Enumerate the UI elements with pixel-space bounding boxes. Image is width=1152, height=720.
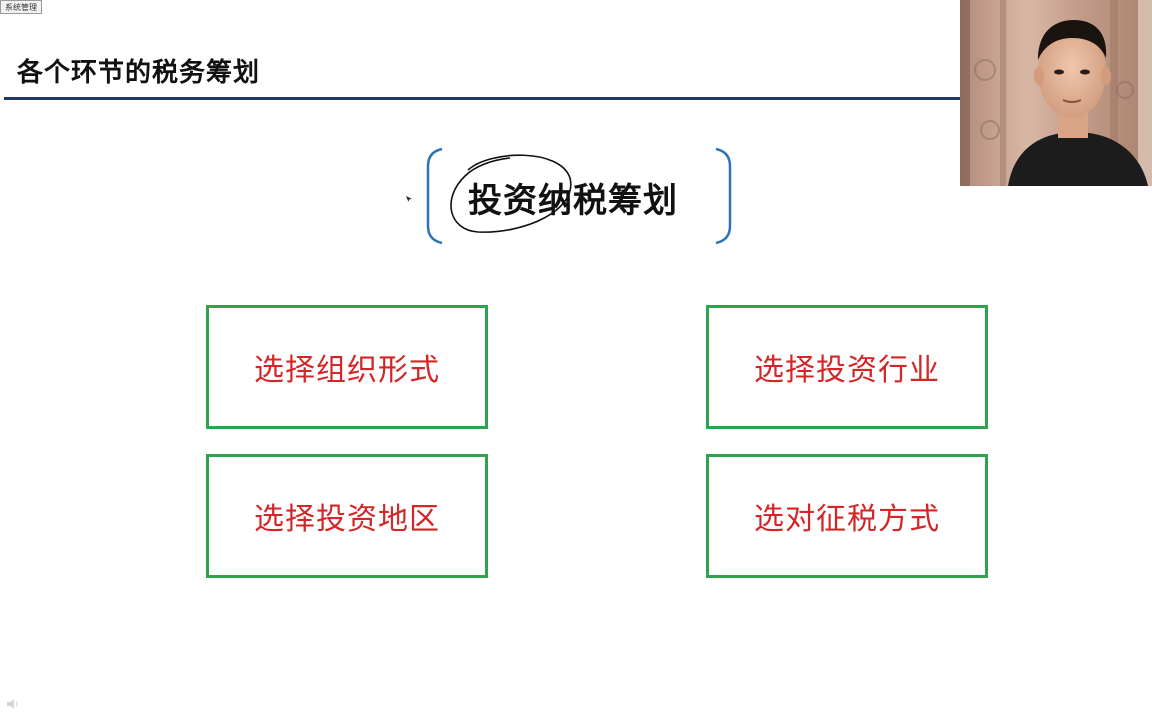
option-label: 选对征税方式 — [754, 502, 940, 537]
mouse-pointer-icon — [406, 196, 412, 202]
option-label: 选择投资行业 — [754, 353, 940, 388]
slide-title: 各个环节的税务筹划 — [17, 58, 261, 88]
speaker-icon[interactable] — [6, 698, 20, 710]
option-box-industry[interactable]: 选择投资行业 — [706, 305, 988, 429]
option-box-region[interactable]: 选择投资地区 — [206, 454, 488, 578]
option-box-tax-method[interactable]: 选对征税方式 — [706, 454, 988, 578]
option-box-organization[interactable]: 选择组织形式 — [206, 305, 488, 429]
presenter-webcam — [960, 0, 1152, 186]
presenter-video-frame — [960, 0, 1152, 186]
option-label: 选择组织形式 — [254, 353, 440, 388]
system-manage-tag[interactable]: 系统管理 — [0, 0, 42, 14]
center-topic-text: 投资纳税筹划 — [468, 181, 678, 221]
center-topic-group: 投资纳税筹划 — [426, 148, 734, 244]
title-underline — [4, 97, 960, 100]
option-label: 选择投资地区 — [254, 502, 440, 537]
